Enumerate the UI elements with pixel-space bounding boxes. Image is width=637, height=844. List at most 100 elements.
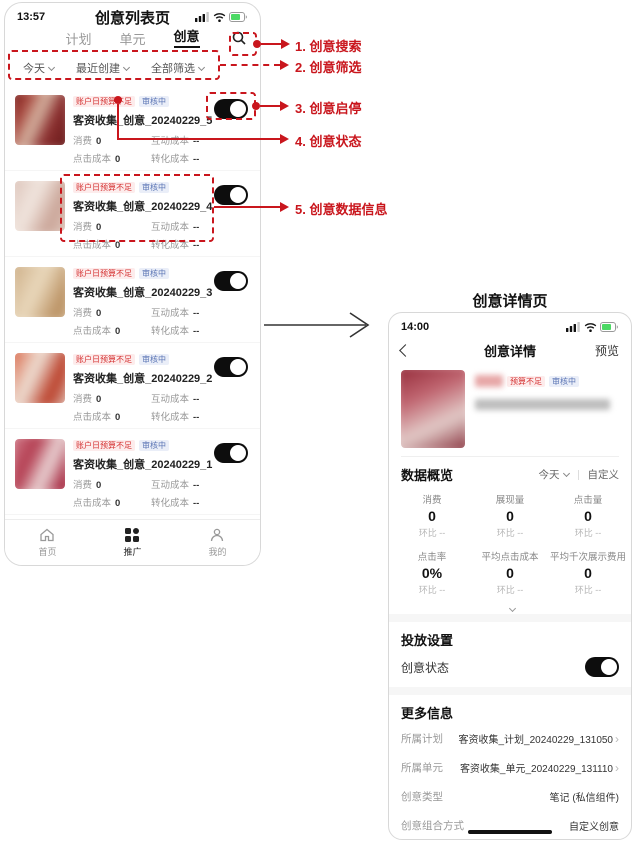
page-title: 创意列表页	[94, 9, 170, 27]
stat-cell: 平均点击成本 0 环比 --	[471, 549, 549, 596]
stat-value: 0	[584, 508, 592, 524]
tab-plan[interactable]: 计划	[65, 32, 92, 47]
status-badges: 账户日预算不足 审核中	[73, 353, 250, 365]
overview-title: 数据概览	[401, 468, 454, 483]
info-row-unit[interactable]: 所属单元 客资收集_单元_20240229_131110›	[389, 753, 631, 782]
budget-status-badge: 账户日预算不足	[73, 95, 135, 107]
nav-promote[interactable]: 推广	[123, 527, 142, 558]
stat-value: 0	[96, 222, 102, 233]
creative-thumbnail[interactable]	[401, 370, 465, 448]
creative-toggle[interactable]	[214, 443, 248, 463]
annotation-arrowhead	[281, 39, 290, 49]
delivery-settings-title: 投放设置	[401, 633, 454, 648]
stat-value: 0	[115, 154, 121, 165]
creative-toggle[interactable]	[214, 271, 248, 291]
tab-creative[interactable]: 创意	[173, 26, 200, 48]
creative-list-screen: 13:57 创意列表页 计划 单元 创意 今天 最近创建 全部筛选	[4, 2, 261, 566]
stat-convert: 转化成本--	[151, 237, 243, 251]
annotation-dashed-line	[220, 64, 280, 66]
filter-sort[interactable]: 最近创建	[76, 60, 131, 76]
nav-home[interactable]: 首页	[38, 527, 57, 558]
flow-arrow-icon	[264, 312, 370, 338]
creative-meta: 预算不足 审核中	[475, 370, 619, 448]
collapse-control[interactable]	[389, 600, 631, 614]
detail-header: 创意详情 预览	[389, 335, 631, 362]
annotation-box-data	[60, 174, 214, 242]
stat-value: 0	[115, 498, 121, 509]
date-range-controls: 今天 自定义	[539, 467, 620, 482]
stat-label: 点击成本	[73, 240, 112, 251]
stat-value: --	[193, 308, 200, 319]
stat-interact: 互动成本--	[151, 305, 243, 319]
filter-date[interactable]: 今天	[23, 60, 56, 76]
blurred-image	[15, 181, 65, 231]
nav-promote-label: 推广	[123, 547, 142, 557]
stat-label: 互动成本	[151, 480, 190, 491]
stat-label: 消费	[73, 136, 93, 147]
chevron-down-icon	[508, 604, 516, 613]
creative-title: 客资收集_创意_20240229_1	[73, 459, 213, 471]
status-icons	[195, 12, 248, 22]
budget-status-badge: 预算不足	[507, 375, 545, 387]
annotation-arrowhead	[280, 202, 289, 212]
blurred-image	[15, 95, 65, 145]
stat-convert: 转化成本--	[151, 323, 243, 337]
annotation-line	[117, 104, 119, 140]
annotation-box-toggle	[206, 92, 256, 120]
review-status-badge: 审核中	[139, 181, 169, 193]
status-bar: 14:00	[389, 313, 631, 335]
tab-unit[interactable]: 单元	[119, 32, 146, 47]
creative-toggle[interactable]	[214, 185, 248, 205]
divider	[577, 469, 579, 480]
battery-icon	[600, 322, 618, 332]
stat-value: 0	[96, 308, 102, 319]
stat-compare: 环比 --	[496, 528, 524, 538]
budget-status-badge: 账户日预算不足	[73, 353, 135, 365]
info-row-plan[interactable]: 所属计划 客资收集_计划_20240229_131050›	[389, 724, 631, 753]
range-today-label: 今天	[538, 469, 560, 481]
stat-value: 0	[96, 394, 102, 405]
filter-all[interactable]: 全部筛选	[151, 60, 206, 76]
preview-button[interactable]: 预览	[594, 343, 619, 358]
stat-value: --	[193, 498, 200, 509]
range-today[interactable]: 今天	[538, 467, 570, 482]
info-value: 自定义创意	[569, 822, 619, 833]
stat-value: 0	[506, 508, 514, 524]
annotation-box-filters	[8, 50, 220, 80]
stat-value: --	[193, 412, 200, 423]
filter-bar: 今天 最近创建 全部筛选	[11, 55, 254, 81]
nav-mine[interactable]: 我的	[208, 527, 227, 558]
review-status-badge: 审核中	[139, 353, 169, 365]
stat-interact: 互动成本--	[151, 391, 243, 405]
status-badges: 预算不足 审核中	[475, 375, 619, 387]
section-divider	[389, 614, 631, 622]
status-badges: 账户日预算不足 审核中	[73, 267, 250, 279]
stat-value: 0%	[421, 565, 443, 581]
range-custom[interactable]: 自定义	[587, 469, 620, 481]
detail-page-caption: 创意详情页	[472, 293, 548, 310]
creative-toggle[interactable]	[214, 99, 248, 119]
creative-toggle[interactable]	[214, 357, 248, 377]
stat-compare: 环比 --	[418, 585, 446, 595]
creative-thumbnail	[15, 439, 65, 489]
creative-status-toggle[interactable]	[585, 657, 619, 677]
more-info-title: 更多信息	[401, 706, 454, 721]
info-label: 创意类型	[401, 791, 443, 803]
stat-label: 互动成本	[151, 308, 190, 319]
